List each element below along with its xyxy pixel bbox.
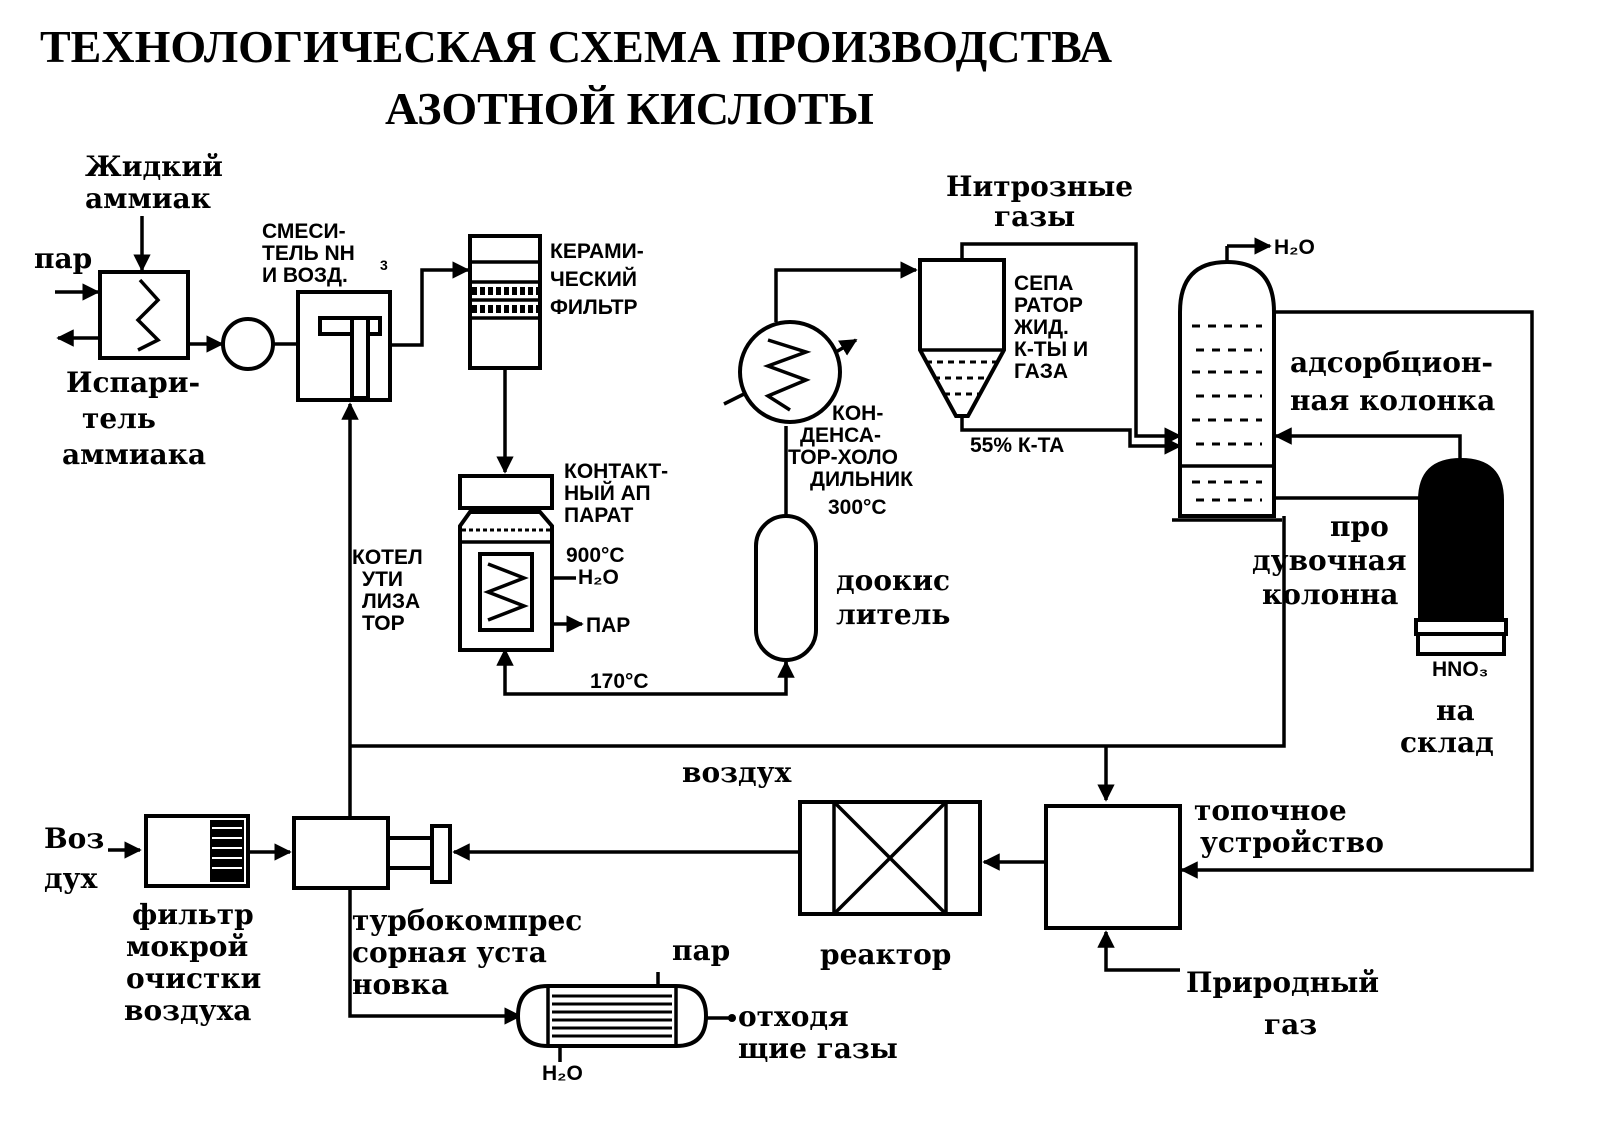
label-absorption-1: адсорбцион- [1290,346,1493,379]
label-turbocompressor-3: новка [352,968,449,1001]
post-oxidizer [754,514,818,662]
label-evaporator-3: аммиака [62,438,206,471]
label-waste-boiler-4: ТОР [362,612,405,635]
label-hno3: HNO₃ [1432,658,1488,681]
ceramic-filter [468,234,542,370]
exhaust-heat-exchanger [515,984,709,1048]
label-turbocompressor-1: турбокомпрес [352,904,582,937]
label-condenser-4: ДИЛЬНИК [810,468,913,491]
label-waste-boiler-1: КОТЕЛ [352,546,423,569]
label-turbocompressor-2: сорная уста [352,936,547,969]
label-nitrous-gases-1: Нитрозные [946,170,1133,203]
label-waste-boiler-3: ЛИЗА [362,590,420,613]
catalytic-reactor [798,800,982,916]
label-water-bottom: H₂O [542,1062,583,1085]
label-condenser-2: ДЕНСА- [800,424,881,447]
label-blowing-2: дувочная [1252,544,1407,577]
label-evaporator-1: Испари- [66,366,200,399]
label-separator-2: РАТОР [1014,294,1083,317]
label-separator-3: ЖИД. [1013,316,1069,339]
label-steam-in: пар [34,242,92,275]
label-air-line: воздух [682,756,792,789]
mixer [296,290,392,402]
blowing-column [1414,457,1508,656]
label-contact-apparatus-2: НЫЙ АП [564,481,651,505]
ammonia-blower [221,317,275,371]
separator [918,258,1006,418]
contact-apparatus [458,474,554,510]
label-wet-filter-1: фильтр [132,898,254,931]
label-exhaust-1: отходя [738,1000,849,1033]
label-waste-boiler-2: УТИ [362,568,403,591]
label-steam-bottom: пар [672,934,730,967]
label-liquid-ammonia-2: аммиак [85,182,211,215]
label-warehouse-2: склад [1400,726,1494,759]
label-natural-gas-2: газ [1264,1008,1317,1041]
label-liquid-ammonia-1: Жидкий [85,150,223,183]
ammonia-evaporator [98,270,190,360]
label-nitrous-gases-2: газы [994,200,1075,233]
label-contact-apparatus-3: ПАРАТ [564,504,634,527]
label-water-in: H₂O [578,566,619,589]
title-line-2: АЗОТНОЙ КИСЛОТЫ [385,83,874,134]
label-contact-apparatus-1: КОНТАКТ- [564,460,668,483]
label-wet-filter-2: мокрой [126,930,248,963]
label-separator-5: ГАЗА [1014,360,1068,383]
label-oxidizer-2: литель [836,598,950,631]
label-mixer-3: И ВОЗД. [262,264,348,287]
label-condenser-1: КОН- [832,402,883,425]
title-line-1: ТЕХНОЛОГИЧЕСКАЯ СХЕМА ПРОИЗВОДСТВА [40,21,1112,72]
label-condenser-3: ТОР-ХОЛО [788,446,898,469]
label-air-in-2: дух [44,862,98,895]
label-ceramic-filter-1: КЕРАМИ- [550,240,644,263]
label-furnace-1: топочное [1194,794,1347,827]
label-mixer-1: СМЕСИ- [262,220,346,243]
condenser-cooler [723,320,858,424]
wet-scrubber-filter [144,814,250,888]
waste-heat-boiler [458,510,554,664]
label-temp-170: 170°С [590,670,649,693]
label-oxidizer-1: доокис [836,564,950,597]
label-acid-55: 55% К-ТА [970,434,1064,457]
absorption-column [1172,259,1282,522]
label-mixer-2: ТЕЛЬ NH [262,242,355,265]
label-temp-300: 300°С [828,496,887,519]
turbocompressor [292,816,452,890]
label-ceramic-filter-3: ФИЛЬТР [550,296,638,319]
label-ceramic-filter-2: ЧЕСКИЙ [550,267,637,291]
label-evaporator-2: тель [82,402,156,435]
label-warehouse-1: на [1436,694,1475,727]
label-wet-filter-3: очистки [126,962,261,995]
label-steam-out: ПАР [586,614,630,637]
label-wet-filter-4: воздуха [124,994,251,1027]
label-exhaust-2: щие газы [738,1032,898,1065]
label-water-top: H₂O [1274,236,1315,259]
label-reactor: реактор [820,938,951,971]
label-blowing-1: про [1330,510,1389,543]
furnace [1044,804,1182,930]
label-separator-4: К-ТЫ И [1014,338,1088,361]
label-natural-gas-1: Природный [1186,966,1379,999]
label-absorption-2: ная колонка [1290,384,1495,417]
label-air-in-1: Воз [44,822,104,855]
label-furnace-2: устройство [1200,826,1384,859]
label-separator-1: СЕПА [1014,272,1073,295]
label-temp-900: 900°С [566,544,625,567]
label-mixer-sub: 3 [380,257,388,273]
